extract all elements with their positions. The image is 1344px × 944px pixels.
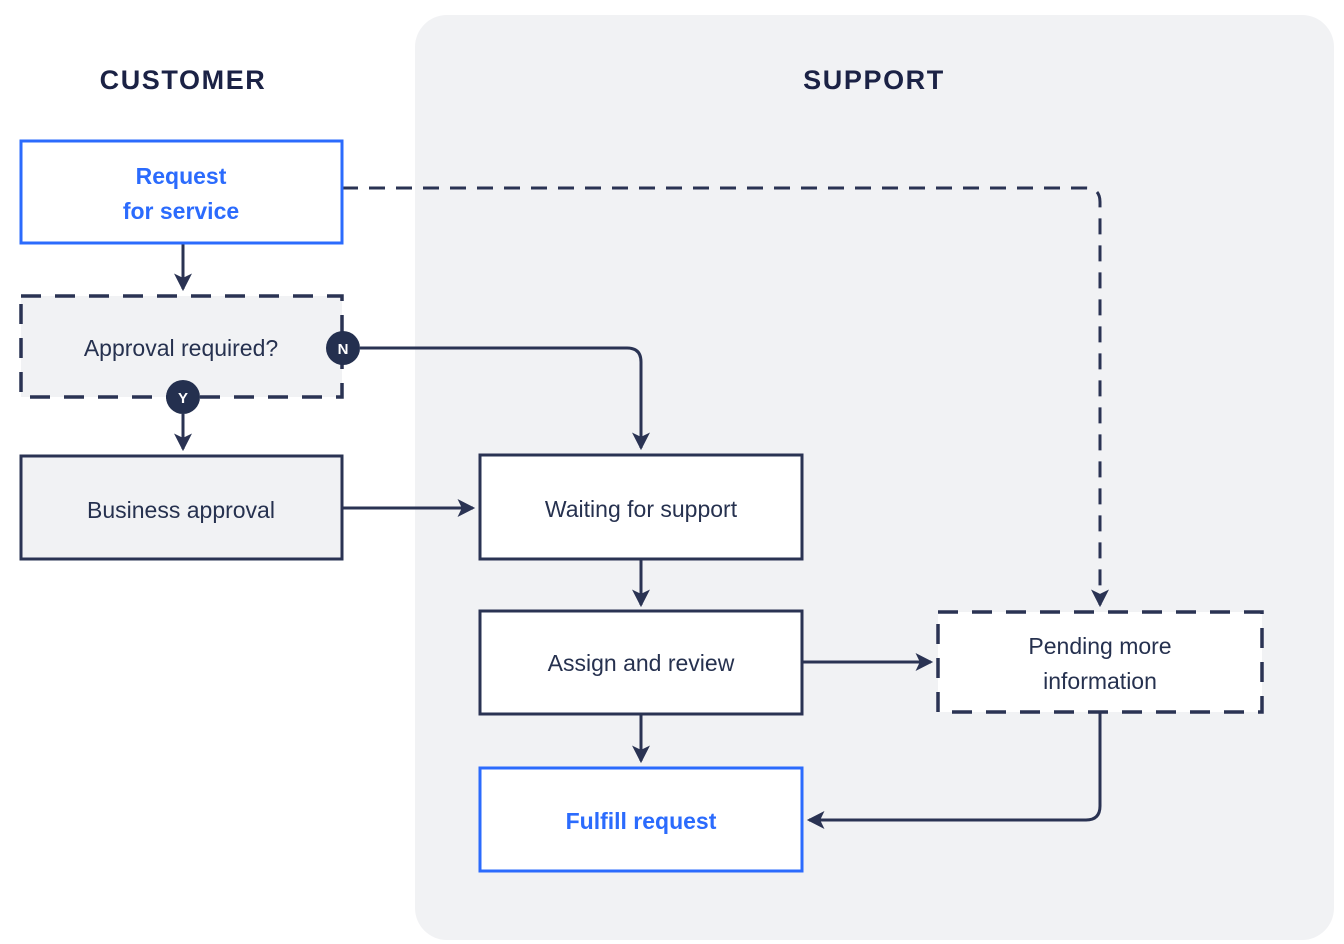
node-fulfill-request-box xyxy=(478,766,804,873)
node-fulfill-request[interactable]: Fulfill request xyxy=(478,766,804,873)
branch-badge-yes-label: Y xyxy=(178,390,188,407)
branch-badge-yes-circle xyxy=(166,380,200,414)
node-business-approval[interactable]: Business approval xyxy=(19,454,344,561)
node-assign-and-review[interactable]: Assign and review xyxy=(478,609,804,716)
branch-badge-yes[interactable]: Y xyxy=(166,380,200,414)
lane-title-customer: CUSTOMER xyxy=(100,65,267,95)
lane-title-support: SUPPORT xyxy=(803,65,945,95)
node-pending-more-information[interactable]: Pending more information xyxy=(936,610,1264,714)
node-fulfill-request-label: Fulfill request xyxy=(566,808,717,834)
node-pending-more-information-line1: Pending more xyxy=(1028,633,1171,659)
branch-badge-no-circle xyxy=(326,331,360,365)
edge-approval-no-to-waiting xyxy=(360,346,650,451)
node-business-approval-label: Business approval xyxy=(87,497,275,523)
branch-badge-no[interactable]: N xyxy=(326,331,360,365)
node-assign-and-review-label: Assign and review xyxy=(548,650,735,676)
edge-request-to-pending xyxy=(342,186,1109,608)
node-waiting-for-support-box xyxy=(478,453,804,561)
node-approval-required-label: Approval required? xyxy=(84,335,278,361)
node-pending-more-information-line2: information xyxy=(1043,668,1157,694)
node-assign-and-review-box xyxy=(478,609,804,716)
node-request-for-service-box xyxy=(19,139,344,245)
node-request-for-service-line2: for service xyxy=(123,198,239,224)
node-request-for-service[interactable]: Request for service xyxy=(19,139,344,245)
node-business-approval-box xyxy=(19,454,344,561)
node-pending-more-information-box xyxy=(936,610,1264,714)
edge-pending-to-fulfill xyxy=(806,712,1102,829)
node-waiting-for-support[interactable]: Waiting for support xyxy=(478,453,804,561)
branch-badge-no-label: N xyxy=(338,341,349,358)
node-request-for-service-line1: Request xyxy=(136,163,227,189)
node-waiting-for-support-label: Waiting for support xyxy=(545,496,738,522)
